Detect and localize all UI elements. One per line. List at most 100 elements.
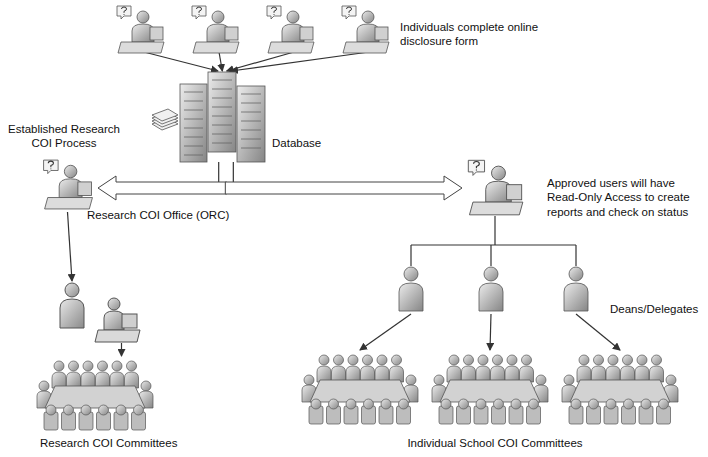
connector-line: [575, 245, 576, 266]
icon-part: [241, 130, 261, 131]
icon-part: [304, 375, 314, 385]
icon-part: [406, 375, 416, 385]
icon-part: [459, 399, 469, 409]
desk: [95, 330, 140, 342]
icon-part: [478, 355, 488, 365]
icon-part: [212, 125, 232, 126]
icon-part: [241, 94, 261, 95]
icon-part: [319, 355, 329, 365]
monitor: [122, 314, 137, 328]
icon-part: [64, 165, 76, 177]
connector-line: [490, 314, 491, 350]
icon-node: Individual School COI Committees: [295, 350, 697, 457]
icon-part: [579, 355, 589, 365]
connector-line: [231, 52, 369, 71]
committee-icon: [560, 350, 680, 426]
icon-part: [212, 107, 232, 108]
icon-part: [184, 92, 203, 93]
icon-node: Individuals complete online disclosure f…: [110, 2, 552, 66]
icon-part: [493, 355, 503, 365]
connector-line: [227, 52, 294, 71]
icon-part: [529, 399, 539, 409]
icon-part: [241, 112, 261, 113]
icon-part: [399, 399, 409, 409]
icon-part: [494, 399, 504, 409]
icon-part: [484, 267, 498, 281]
staff-person: [60, 283, 84, 328]
desk-icon: [40, 158, 95, 210]
icon-part: [241, 121, 261, 122]
icon-node: Established Research COI ProcessResearch…: [5, 122, 232, 225]
icon-node: Database: [150, 72, 332, 166]
icon-part: [492, 166, 506, 180]
connector: [225, 162, 462, 200]
desk-icon: [340, 4, 390, 54]
icon-part: [99, 405, 109, 415]
icon-part: [334, 355, 344, 365]
node-caption: Research COI Office (ORC): [87, 208, 229, 222]
icon-node: Deans/Delegates: [385, 266, 705, 320]
connector-line: [490, 245, 491, 266]
icon-part: [569, 267, 583, 281]
icon-part: [212, 80, 232, 81]
icon-part: [404, 267, 418, 281]
icon-part: [536, 375, 546, 385]
icon-part: [98, 361, 108, 371]
icon-part: [180, 84, 207, 162]
icon-part: [623, 355, 633, 365]
icon-part: [64, 405, 74, 415]
icon-part: [570, 380, 670, 402]
connector-line: [233, 162, 234, 182]
node-caption: Database: [272, 136, 321, 150]
connector-line: [68, 212, 73, 281]
icon-part: [208, 72, 236, 152]
committee-icon: [430, 350, 550, 426]
connector: [144, 52, 369, 71]
icon-part: [184, 128, 203, 129]
node-caption: Approved users will have Read-Only Acces…: [547, 176, 701, 219]
icon-part: [363, 355, 373, 365]
desk-icon: [465, 158, 525, 216]
icon-part: [69, 361, 79, 371]
staff-desk-user: [95, 298, 140, 342]
icon-part: [564, 283, 588, 311]
connector-line: [219, 52, 222, 71]
icon-part: [507, 355, 517, 365]
person-body: [60, 299, 84, 328]
block-arrow: [98, 176, 227, 200]
desk-icon: [115, 4, 165, 54]
icon-part: [381, 399, 391, 409]
icon-part: [399, 283, 423, 311]
icon-node: Approved users will have Read-Only Acces…: [465, 158, 707, 232]
connector-line: [494, 216, 495, 245]
icon-part: [152, 109, 178, 121]
icon-part: [192, 6, 206, 19]
node-caption: Research COI Committees: [40, 436, 177, 450]
icon-part: [127, 361, 137, 371]
icon-part: [608, 355, 618, 365]
connector-line: [121, 343, 122, 356]
icon-part: [310, 380, 410, 402]
connector-line: [411, 244, 576, 245]
icon-part: [348, 355, 358, 365]
icon-part: [564, 375, 574, 385]
icon-part: [476, 399, 486, 409]
icon-part: [507, 185, 522, 200]
connector-line: [218, 162, 219, 182]
icon-part: [116, 405, 126, 415]
icon-part: [241, 139, 261, 140]
node-caption: Individual School COI Committees: [295, 436, 695, 450]
icon-part: [287, 11, 299, 23]
committee-icon: [300, 350, 420, 426]
icon-part: [479, 283, 503, 311]
person-head: [65, 283, 79, 297]
icon-part: [267, 6, 281, 19]
icon-part: [46, 405, 56, 415]
icon-part: [272, 7, 277, 15]
icon-part: [81, 405, 91, 415]
icon-part: [571, 399, 581, 409]
node-caption: Established Research COI Process: [5, 122, 123, 151]
committee-icon: [35, 356, 155, 432]
icon-part: [652, 355, 662, 365]
